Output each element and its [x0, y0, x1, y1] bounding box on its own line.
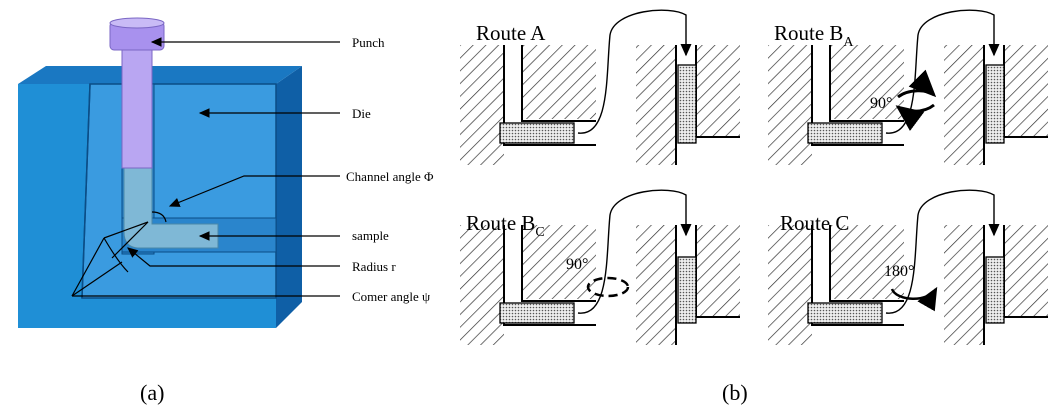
sample-billet: [123, 167, 219, 249]
radius-label: Radius r: [352, 259, 396, 274]
die-label: Die: [352, 106, 371, 121]
route-c-rotation: 180°: [884, 263, 914, 280]
route-c-diagram: [768, 189, 1048, 345]
die-top-face: [18, 66, 302, 84]
route-c-title: Route C: [780, 211, 849, 235]
die-3d-illustration: [18, 17, 302, 328]
corner-angle-label: Comer angle ψ: [352, 289, 430, 304]
sample-label: sample: [352, 228, 389, 243]
route-bc-diagram: [460, 189, 740, 345]
rotation-90-icon: [586, 276, 630, 298]
caption-a: (a): [140, 380, 164, 405]
rotation-180-icon: [890, 286, 938, 312]
route-ba-diagram: [768, 9, 1048, 165]
route-a-diagram: [460, 9, 740, 165]
channel-angle-arc: [151, 211, 167, 223]
punch-label: Punch: [352, 35, 385, 50]
route-ba-title: Route BA: [774, 21, 854, 50]
route-bc-rotation: 90°: [566, 256, 588, 273]
punch-shaft: [121, 45, 153, 169]
channel-angle-label: Channel angle Φ: [346, 169, 434, 184]
panel-a-leaders: [71, 37, 340, 297]
route-a-title: Route A: [476, 21, 546, 45]
route-ba-rotation: 90°: [870, 95, 892, 112]
route-bc-title: Route BC: [466, 211, 545, 240]
die-side-face: [276, 66, 302, 328]
caption-b: (b): [722, 380, 748, 405]
rotation-90-icon: [897, 69, 937, 99]
